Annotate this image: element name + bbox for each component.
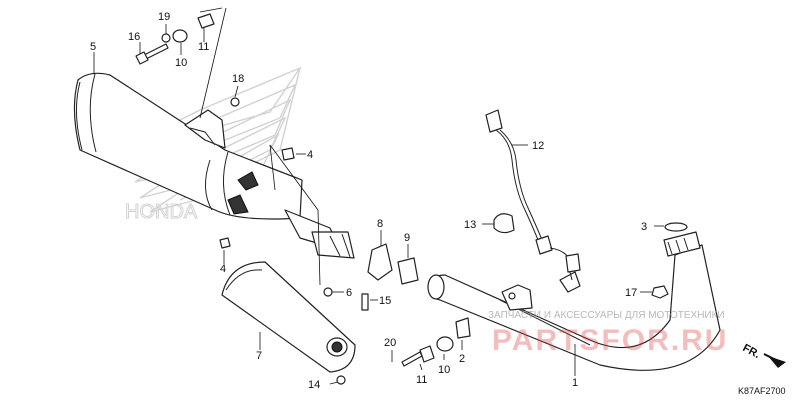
bolt-part-14 — [336, 375, 346, 385]
callout-2: 2 — [459, 353, 465, 365]
callout-11-lower: 11 — [416, 374, 427, 386]
rubber-part-10-lower — [436, 336, 454, 352]
watermark-caption: ЗАПЧАСТИ И АКСЕССУАРЫ ДЛЯ МОТОТЕХНИКИ — [488, 310, 725, 321]
callout-numbers: 5 16 19 10 11 18 4 4 6 7 8 9 15 14 20 11… — [90, 11, 647, 391]
callout-9: 9 — [404, 232, 410, 244]
callout-3: 3 — [641, 221, 647, 233]
rubber-part-10-upper — [172, 29, 188, 43]
callout-7: 7 — [256, 350, 262, 362]
leader-lines — [93, 7, 664, 385]
bolt-part-20 — [401, 351, 423, 367]
callout-5: 5 — [90, 41, 96, 53]
front-direction-arrow: FR. — [741, 342, 786, 368]
callout-4-upper: 4 — [307, 149, 313, 161]
callout-19: 19 — [158, 11, 170, 23]
callout-20: 20 — [384, 337, 396, 349]
callout-12: 12 — [532, 140, 544, 152]
callout-15: 15 — [379, 295, 391, 307]
callout-11-upper: 11 — [198, 41, 209, 53]
nut-part-4-lower — [219, 237, 231, 249]
callout-16: 16 — [128, 31, 140, 43]
callout-8: 8 — [377, 218, 383, 230]
collar-part-11-lower — [419, 345, 435, 363]
gasket-part-9 — [397, 257, 419, 285]
callout-18: 18 — [232, 73, 244, 85]
collar-part-11-upper — [197, 13, 215, 29]
bolt-part-15 — [361, 293, 369, 311]
fr-label: FR. — [741, 342, 762, 361]
washer-part-19 — [161, 33, 171, 43]
clamp-part-8 — [367, 243, 393, 281]
honda-logo-text: HONDA — [125, 201, 198, 223]
watermark-brand: PARTSFOR.RU — [492, 324, 728, 357]
bolt-part-16 — [135, 43, 169, 65]
callout-14: 14 — [308, 379, 320, 391]
callout-6: 6 — [346, 287, 352, 299]
protector-part-7 — [221, 261, 356, 373]
callout-13: 13 — [464, 219, 476, 231]
bracket-part-2 — [455, 317, 471, 339]
callout-10-lower: 10 — [438, 364, 450, 376]
diagram-code: K87AF2700 — [738, 386, 786, 396]
gasket-part-3 — [664, 222, 688, 232]
clip-part-13 — [493, 213, 515, 234]
callout-1: 1 — [572, 377, 578, 389]
nut-part-4-upper — [281, 147, 295, 161]
nut-part-18 — [230, 97, 240, 107]
nut-part-17 — [651, 285, 669, 299]
washer-part-6 — [323, 287, 333, 297]
muffler-part-5 — [73, 72, 355, 259]
callout-4-lower: 4 — [220, 263, 226, 275]
callout-10-upper: 10 — [175, 57, 187, 69]
callout-17: 17 — [625, 287, 637, 299]
o2-sensor-part-12 — [485, 109, 581, 281]
